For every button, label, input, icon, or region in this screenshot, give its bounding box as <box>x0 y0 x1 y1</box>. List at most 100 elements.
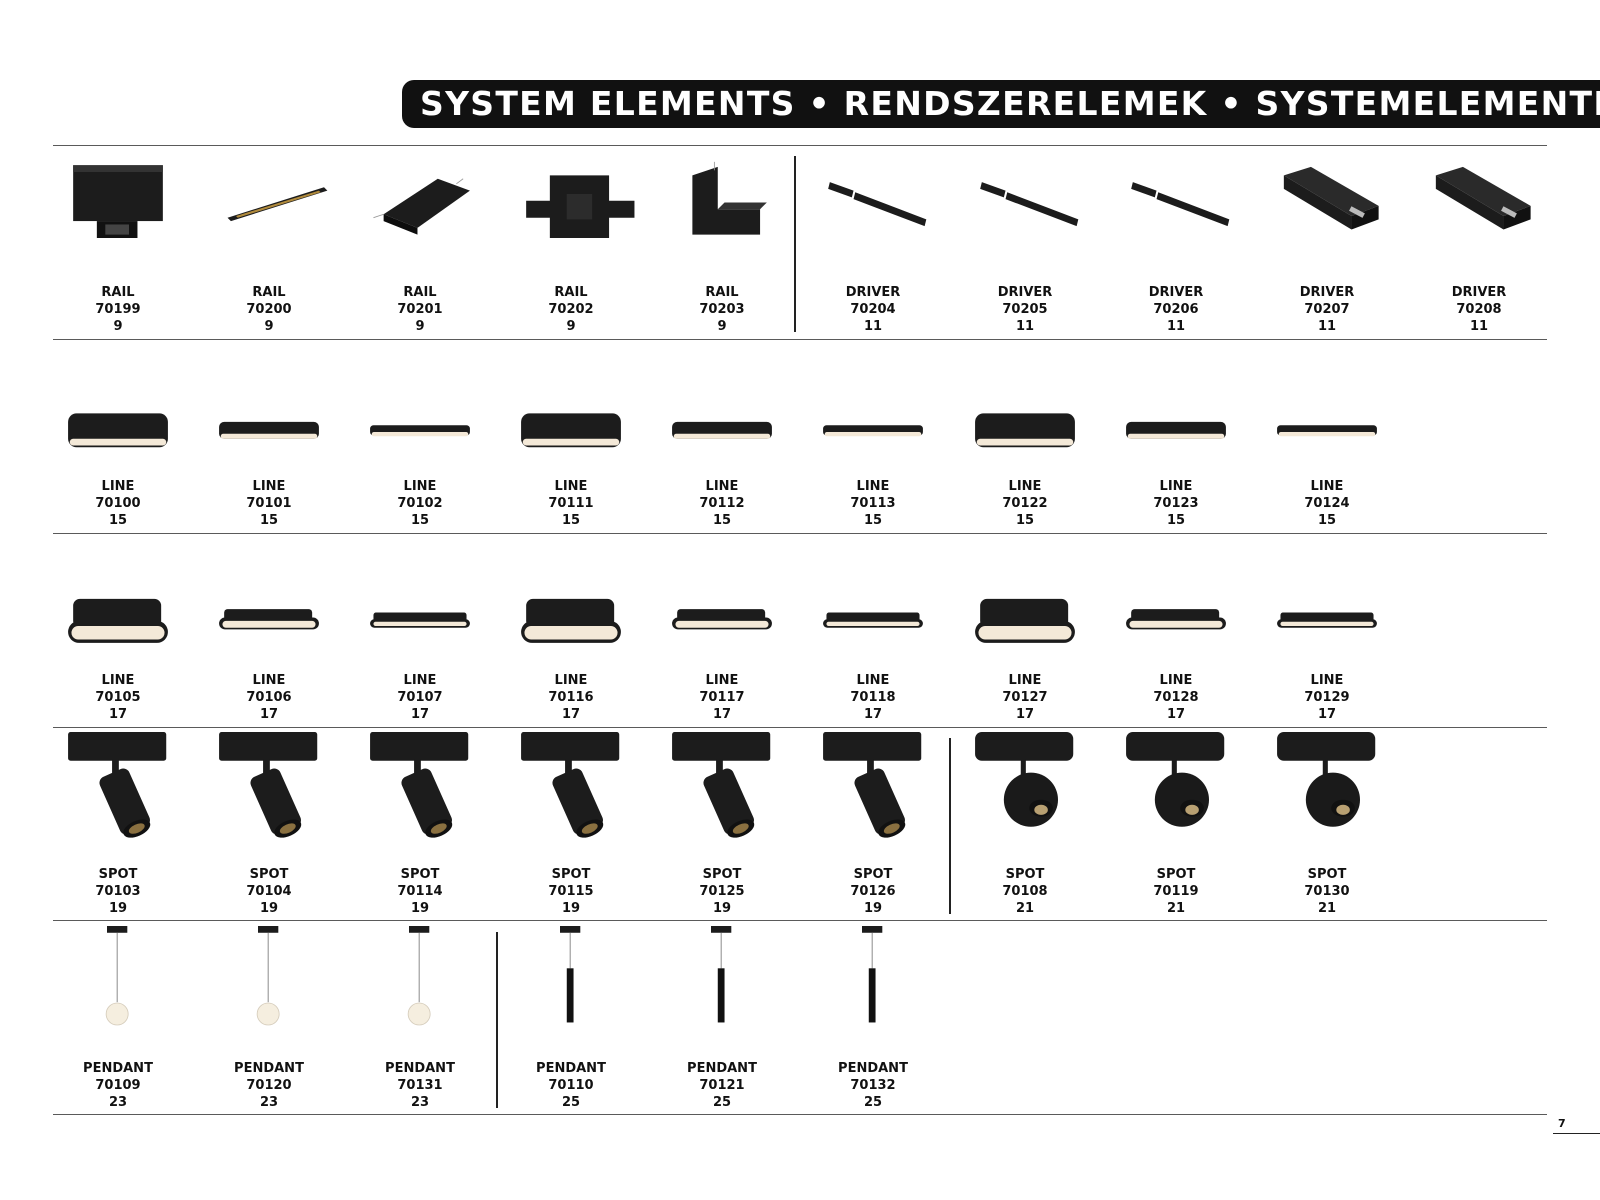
product-code: 70199 <box>95 302 141 317</box>
driver-box-icon <box>1283 166 1379 230</box>
product-page: 15 <box>1015 513 1035 528</box>
rail-corner-connector-icon <box>692 161 767 235</box>
product-code: 70124 <box>1304 496 1350 511</box>
product-name: PENDANT <box>838 1061 908 1076</box>
product-page: 17 <box>1015 707 1035 722</box>
product-page: 19 <box>108 901 128 916</box>
page-number-underline <box>1553 1133 1600 1134</box>
product-name: LINE <box>1008 479 1042 494</box>
product-code: 70206 <box>1153 302 1199 317</box>
product-page: 15 <box>863 513 883 528</box>
driver-bar-icon <box>1131 182 1230 227</box>
product-page: 15 <box>108 513 128 528</box>
driver-bar-icon <box>828 182 927 227</box>
product-page: 17 <box>712 707 732 722</box>
page-number: 7 <box>1558 1117 1566 1130</box>
product-name: SPOT <box>1307 867 1347 882</box>
product-code: 70200 <box>246 302 292 317</box>
product-page: 19 <box>259 901 279 916</box>
line-light-medium-icon <box>672 421 772 439</box>
rail-cross-connector-icon <box>526 175 635 238</box>
product-code: 70114 <box>397 884 443 899</box>
product-code: 70131 <box>397 1078 443 1093</box>
product-name: LINE <box>705 673 739 688</box>
product-name: LINE <box>1159 673 1193 688</box>
product-code: 70120 <box>246 1078 292 1093</box>
product-name: RAIL <box>554 285 588 300</box>
line-light-large-icon <box>975 413 1075 448</box>
product-page: 11 <box>863 319 883 334</box>
product-name: LINE <box>1008 673 1042 688</box>
product-code: 70106 <box>246 690 292 705</box>
rail-t-connector-icon <box>373 178 470 235</box>
group-separator <box>794 156 796 332</box>
line-lamp-large-icon <box>68 598 168 643</box>
product-name: LINE <box>705 479 739 494</box>
product-name: LINE <box>554 673 588 688</box>
product-name: LINE <box>403 673 437 688</box>
product-page: 9 <box>717 319 727 334</box>
product-name: DRIVER <box>997 285 1053 300</box>
spot-cylinder-icon <box>370 732 469 838</box>
spot-ball-icon <box>1126 732 1225 827</box>
spot-ball-icon <box>1277 732 1376 827</box>
product-code: 70108 <box>1002 884 1048 899</box>
line-light-slim-icon <box>1277 425 1377 437</box>
product-code: 70203 <box>699 302 745 317</box>
product-code: 70208 <box>1456 302 1502 317</box>
product-page: 21 <box>1317 901 1337 916</box>
line-lamp-medium-icon <box>672 609 772 630</box>
product-code: 70116 <box>548 690 594 705</box>
spot-ball-icon <box>975 732 1074 827</box>
product-page: 17 <box>1166 707 1186 722</box>
product-code: 70119 <box>1153 884 1199 899</box>
product-code: 70202 <box>548 302 594 317</box>
product-code: 70129 <box>1304 690 1350 705</box>
line-lamp-medium-icon <box>219 609 319 630</box>
product-name: LINE <box>1310 673 1344 688</box>
product-name: LINE <box>403 479 437 494</box>
product-page: 11 <box>1317 319 1337 334</box>
product-page: 21 <box>1166 901 1186 916</box>
product-page: 25 <box>863 1095 883 1110</box>
product-code: 70104 <box>246 884 292 899</box>
product-page: 11 <box>1166 319 1186 334</box>
product-code: 70111 <box>548 496 594 511</box>
product-page: 19 <box>863 901 883 916</box>
spot-cylinder-icon <box>219 732 318 838</box>
group-separator <box>496 932 498 1108</box>
product-page: 15 <box>410 513 430 528</box>
product-name: RAIL <box>101 285 135 300</box>
product-name: LINE <box>1310 479 1344 494</box>
group-separator <box>949 738 951 914</box>
line-light-medium-icon <box>1126 421 1226 439</box>
line-light-large-icon <box>521 413 621 448</box>
product-page: 15 <box>1166 513 1186 528</box>
product-code: 70121 <box>699 1078 745 1093</box>
line-lamp-slim-icon <box>370 612 470 628</box>
product-name: PENDANT <box>687 1061 757 1076</box>
product-code: 70207 <box>1304 302 1350 317</box>
product-page: 17 <box>108 707 128 722</box>
rail-end-cap-icon <box>73 165 163 238</box>
product-name: DRIVER <box>845 285 901 300</box>
product-name: SPOT <box>1005 867 1045 882</box>
product-code: 70123 <box>1153 496 1199 511</box>
product-name: RAIL <box>403 285 437 300</box>
product-name: SPOT <box>98 867 138 882</box>
product-page: 17 <box>259 707 279 722</box>
page-title: SYSTEM ELEMENTS • RENDSZERELEMEK • SYSTE… <box>420 84 1600 123</box>
line-light-slim-icon <box>823 425 923 437</box>
header-bar <box>402 80 1600 128</box>
product-code: 70117 <box>699 690 745 705</box>
driver-box-icon <box>1435 166 1531 230</box>
line-lamp-medium-icon <box>1126 609 1226 630</box>
product-page: 23 <box>410 1095 430 1110</box>
product-code: 70205 <box>1002 302 1048 317</box>
line-lamp-slim-icon <box>823 612 923 628</box>
line-light-large-icon <box>68 413 168 448</box>
product-page: 23 <box>259 1095 279 1110</box>
product-code: 70204 <box>850 302 896 317</box>
product-page: 17 <box>863 707 883 722</box>
product-code: 70109 <box>95 1078 141 1093</box>
